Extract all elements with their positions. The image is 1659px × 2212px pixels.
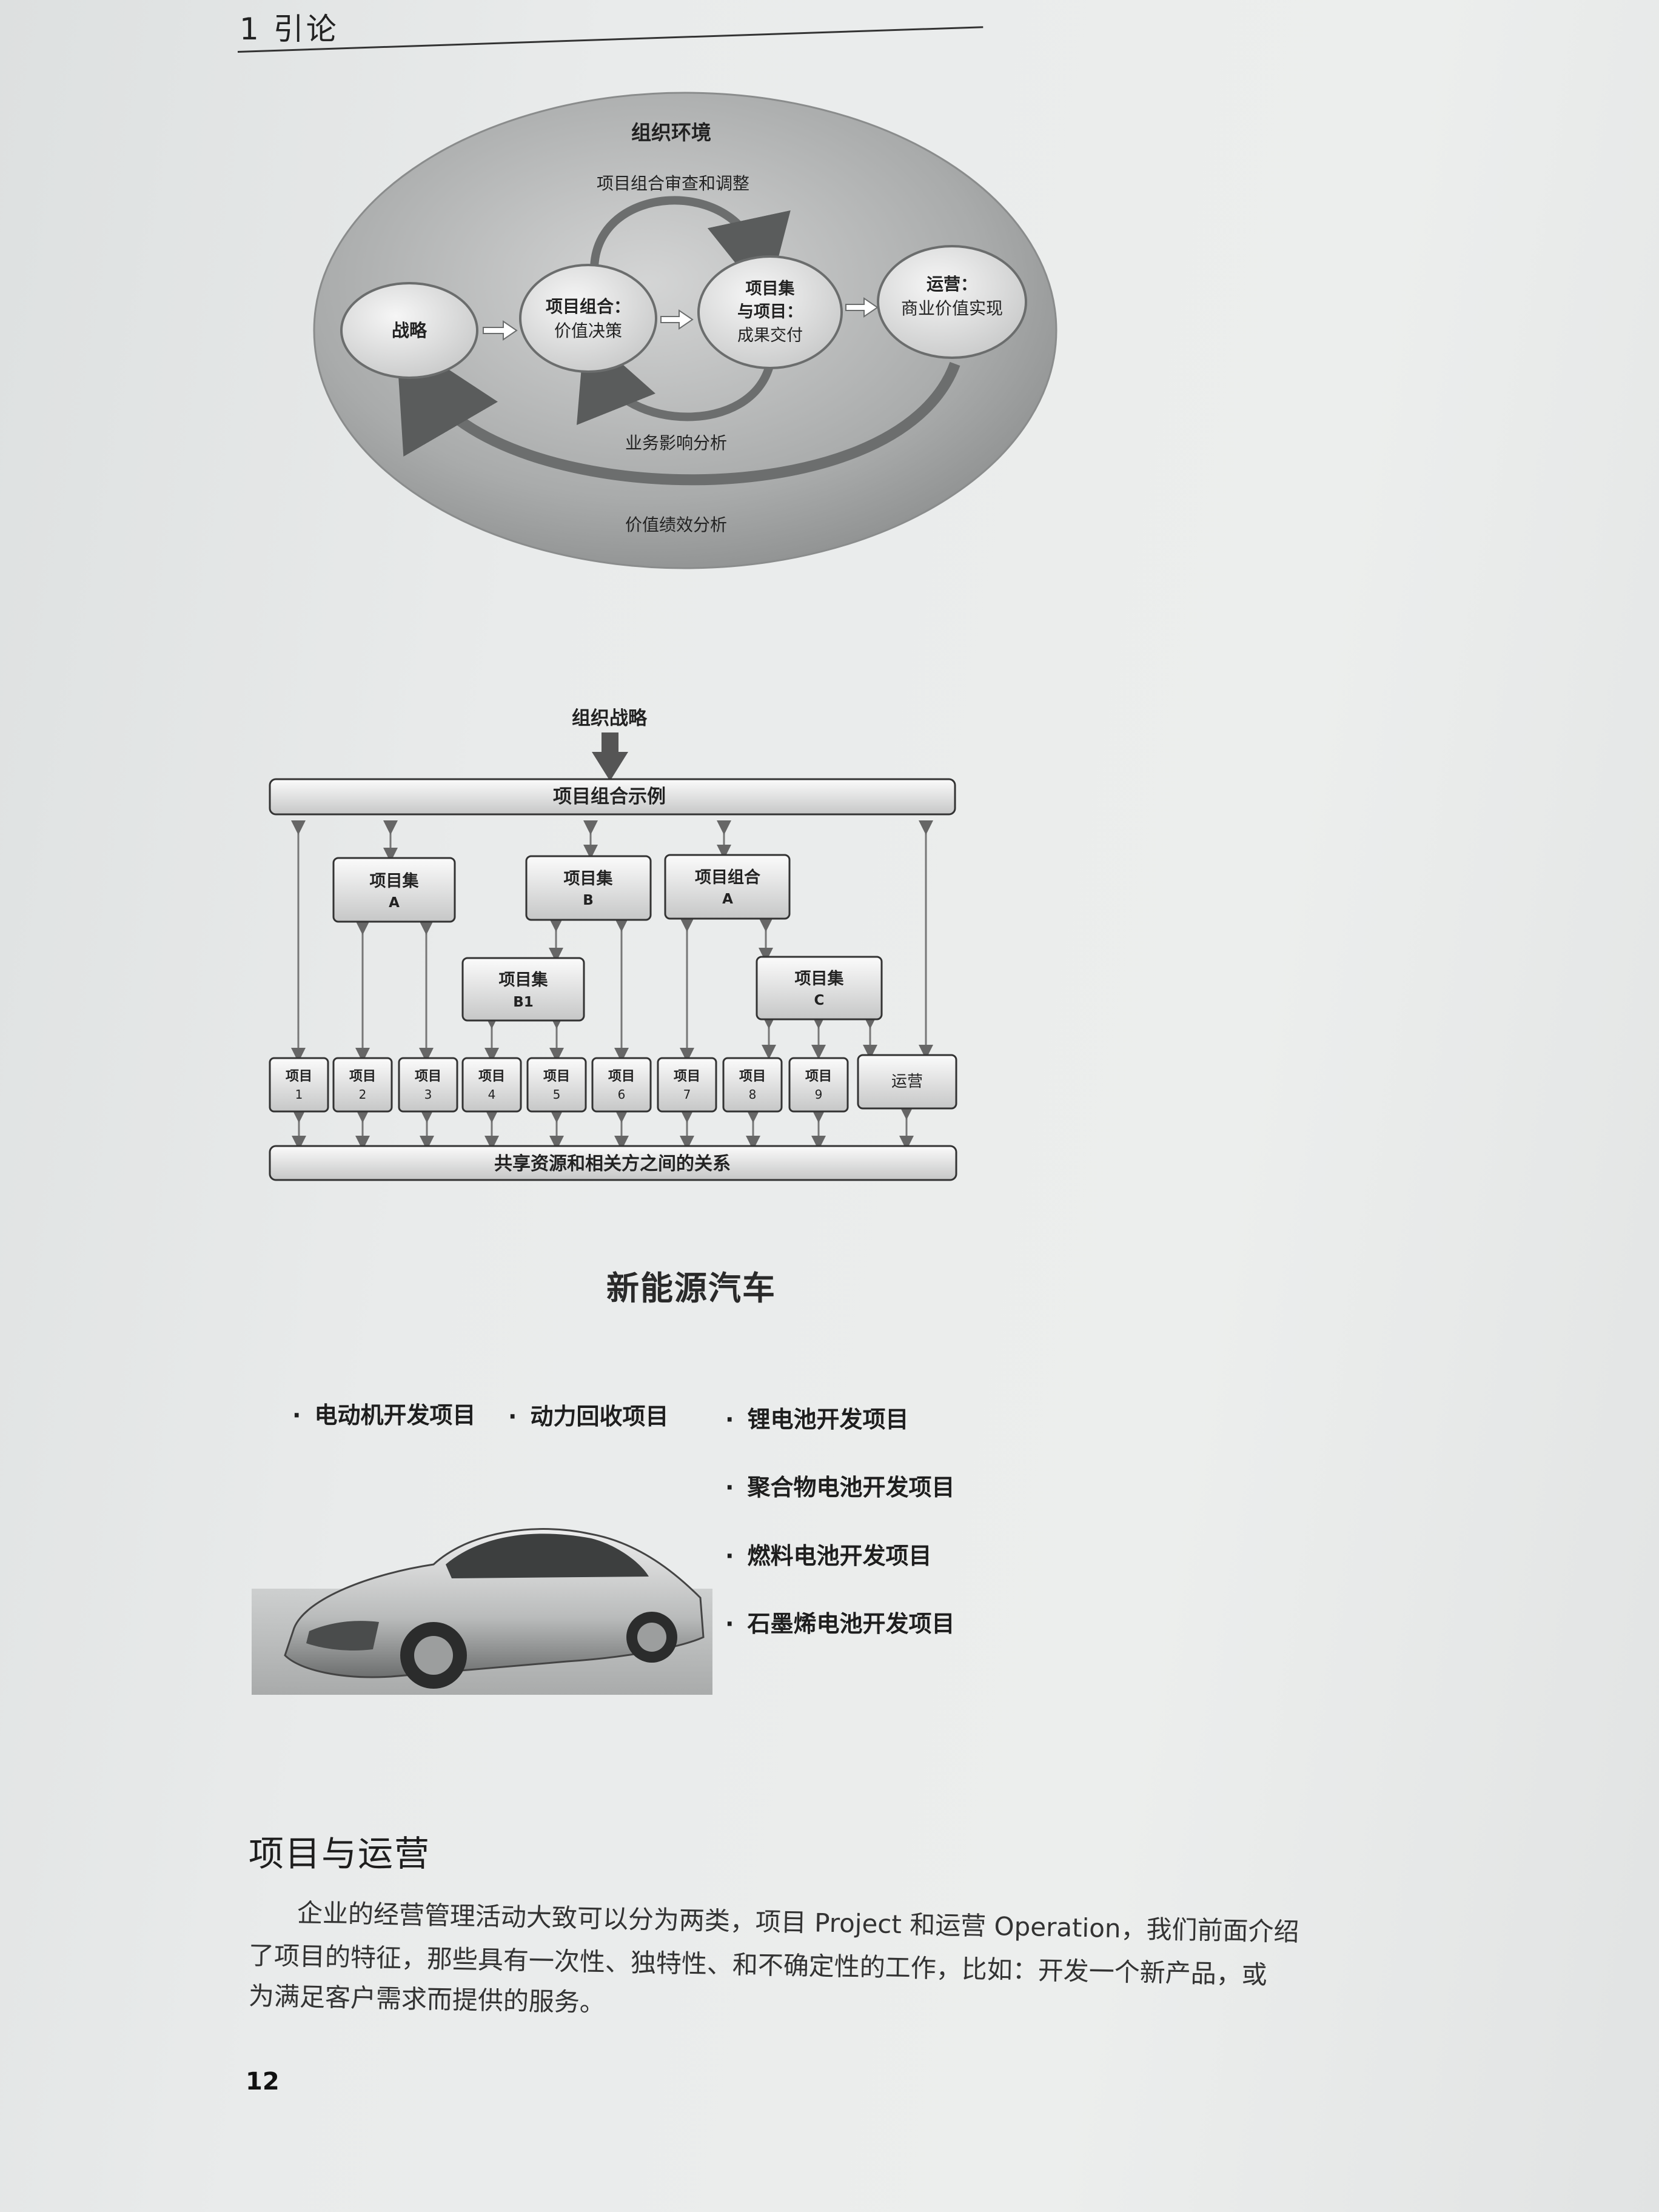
project-6-box (591, 1057, 652, 1113)
project-7-box (657, 1057, 717, 1113)
shared-resources-bar (269, 1145, 957, 1181)
project-5-box (526, 1057, 587, 1113)
project-1-box (269, 1057, 329, 1113)
program-node (697, 255, 843, 369)
bullet-fuel-cell: 燃料电池开发项目 (725, 1537, 931, 1570)
program-b1-label: 项目集 (499, 970, 549, 990)
strategy-label: 战略 (392, 320, 427, 341)
value-arc (395, 335, 960, 486)
project-3-number: 3 (424, 1087, 432, 1102)
bullet-li-battery: 锂电池开发项目 (725, 1401, 908, 1434)
project-9-box (788, 1057, 849, 1113)
review-arc (590, 196, 791, 303)
project-9-label: 项目 (805, 1069, 832, 1084)
portfolio-example-label: 项目组合示例 (553, 786, 666, 808)
value-analysis-label: 价值绩效分析 (625, 515, 727, 535)
project-4-label: 项目 (478, 1069, 505, 1084)
program-label-2: 与项目： (737, 303, 803, 321)
project-4-box (461, 1057, 522, 1113)
page-number: 12 (246, 2068, 280, 2096)
program-b-label: 项目集 (564, 869, 614, 888)
arrow-program-operations (845, 297, 879, 318)
project-9-number: 9 (815, 1087, 823, 1102)
project-8-number: 8 (749, 1087, 757, 1102)
chapter-header: 1 引论 (240, 12, 339, 47)
operations-label-1: 运营： (927, 274, 977, 294)
arrow-portfolio-program (660, 309, 694, 330)
portfolio-a-label: 项目组合 (695, 868, 760, 887)
project-5-number: 5 (553, 1087, 561, 1102)
operations-box (857, 1054, 957, 1110)
program-a-id: A (389, 895, 400, 911)
project-6-label: 项目 (608, 1069, 635, 1084)
program-c-label: 项目集 (795, 969, 845, 988)
project-5-label: 项目 (543, 1069, 570, 1084)
impact-arc (577, 330, 774, 426)
arrow-strategy-portfolio (483, 320, 518, 341)
portfolio-cycle-diagram: 组织环境 项目组合审查和调整 战略 项目组合： 价值决策 项目集 与项目： 成果… (313, 92, 1057, 569)
project-1-label: 项目 (286, 1069, 312, 1084)
project-3-box (398, 1057, 458, 1113)
bullet-regen: 动力回收项目 (508, 1398, 668, 1431)
header-rule (237, 26, 984, 53)
portfolio-a-box (664, 854, 791, 920)
project-row: 项目 1 项目 2 项目 3 项目 4 项目 5 项目 6 项目 7 项目 8 项目 9 (269, 1057, 849, 1113)
bullet-motor: 电动机开发项目 (292, 1396, 475, 1430)
project-7-number: 7 (683, 1087, 691, 1102)
portfolio-label-1: 项目组合： (546, 297, 631, 317)
project-2-label: 项目 (349, 1069, 376, 1084)
project-2-number: 2 (359, 1087, 367, 1102)
project-8-box (722, 1057, 783, 1113)
project-4-number: 4 (488, 1087, 496, 1102)
section-title: 项目与运营 (249, 1833, 431, 1874)
project-7-label: 项目 (674, 1069, 700, 1084)
shared-resources-label: 共享资源和相关方之间的关系 (494, 1153, 731, 1175)
ev-title: 新能源汽车 (606, 1269, 776, 1307)
program-a-label: 项目集 (370, 871, 420, 891)
strategy-down-arrow (592, 732, 628, 781)
program-b-box (525, 855, 652, 921)
portfolio-node (519, 264, 657, 373)
program-c-box (756, 956, 883, 1021)
operations-label-2: 商业价值实现 (901, 298, 1003, 318)
program-a-box (332, 857, 456, 923)
car-illustration (252, 1528, 712, 1695)
program-b1-id: B1 (513, 994, 534, 1010)
program-label-1: 项目集 (746, 279, 796, 298)
operations-label: 运营 (891, 1073, 923, 1091)
program-b-id: B (583, 893, 594, 908)
strategy-node (340, 282, 478, 379)
portfolio-a-id: A (722, 891, 733, 907)
project-2-box (332, 1057, 393, 1113)
portfolio-label-2: 价值决策 (554, 321, 622, 341)
program-c-id: C (814, 993, 825, 1008)
impact-analysis-label: 业务影响分析 (625, 433, 727, 453)
project-6-number: 6 (618, 1087, 626, 1102)
portfolio-review-label: 项目组合审查和调整 (597, 173, 749, 193)
project-1-number: 1 (295, 1087, 303, 1102)
org-strategy-label: 组织战略 (572, 708, 648, 729)
operations-node (877, 245, 1027, 359)
project-8-label: 项目 (739, 1069, 766, 1084)
project-3-label: 项目 (415, 1069, 441, 1084)
org-environment-label: 组织环境 (631, 121, 711, 144)
bullet-graphene-battery: 石墨烯电池开发项目 (725, 1605, 954, 1638)
connector-arrows (291, 820, 933, 1150)
portfolio-example-bar (269, 778, 956, 816)
bullet-polymer-battery: 聚合物电池开发项目 (725, 1469, 954, 1502)
program-b1-box (461, 957, 585, 1022)
portfolio-hierarchy-diagram: 组织战略 项目组合示例 项目集 A 项目集 B 项目组合 A 项目集 B1 项目… (269, 708, 957, 1181)
program-label-3: 成果交付 (737, 326, 803, 345)
